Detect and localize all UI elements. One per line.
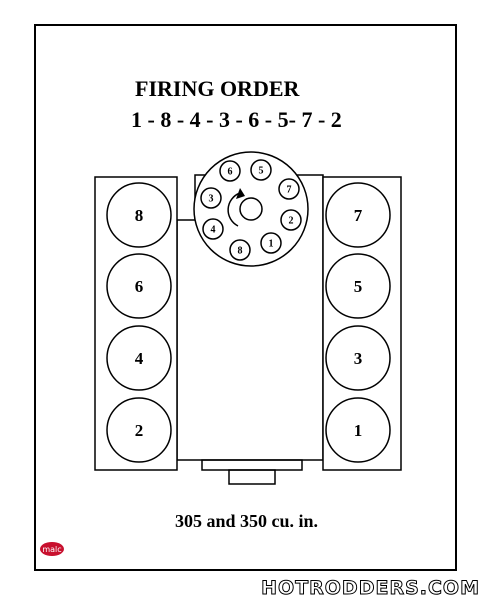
transmission-stub	[228, 469, 276, 485]
distributor-terminal-5-label: 8	[238, 246, 243, 257]
distributor-terminal-0-label: 6	[228, 167, 233, 178]
cylinder-left-2-label: 4	[135, 349, 144, 368]
distributor-terminal-1-label: 5	[259, 166, 264, 177]
firing-order-sequence: 1 - 8 - 4 - 3 - 6 - 5- 7 - 2	[131, 107, 342, 132]
cylinder-right-0-circle	[325, 182, 391, 248]
distributor-terminal-4-circle	[260, 232, 282, 254]
cylinder-right-3-label: 1	[354, 421, 363, 440]
distributor-terminal-0-circle	[219, 160, 241, 182]
distributor-terminal-3-label: 2	[289, 216, 294, 227]
distributor-terminal-7-label: 3	[209, 194, 214, 205]
cylinder-left-1-label: 6	[135, 277, 144, 296]
cylinder-left-0-circle	[106, 182, 172, 248]
page-border	[34, 24, 457, 571]
cylinder-right-2-circle	[325, 325, 391, 391]
cylinder-right-1-label: 5	[354, 277, 363, 296]
hotrodders-watermark: HOTRODDERS.COM	[261, 577, 480, 599]
cylinder-right-2-label: 3	[354, 349, 363, 368]
cylinder-right-3-circle	[325, 397, 391, 463]
cylinder-right-0-label: 7	[354, 206, 363, 225]
distributor-terminal-3-circle	[280, 209, 302, 231]
distributor-terminal-7-circle	[200, 187, 222, 209]
malc-logo-text: malc	[42, 545, 61, 554]
cylinder-left-0-label: 8	[135, 206, 144, 225]
cylinder-left-3-label: 2	[135, 421, 144, 440]
rotation-arrow-head	[236, 188, 245, 199]
cylinder-left-3-circle	[106, 397, 172, 463]
diagram-title: FIRING ORDER	[135, 76, 301, 101]
left-bank-cylinders: 8 6 4 2	[106, 182, 172, 463]
distributor-terminal-2-circle	[278, 178, 300, 200]
cylinder-left-1-circle	[106, 253, 172, 319]
distributor-rotor-shaft	[239, 197, 263, 221]
engine-displacement-caption: 305 and 350 cu. in.	[175, 511, 318, 531]
distributor-terminal-2-label: 7	[287, 185, 292, 196]
rotation-arrow	[227, 192, 241, 227]
distributor-terminal-5-circle	[229, 239, 251, 261]
transmission-flange	[201, 459, 303, 471]
malc-logo	[40, 542, 64, 556]
right-bank-cylinders: 7 5 3 1	[325, 182, 391, 463]
distributor-terminals: 6 5 7 2 1 8 4 3	[200, 159, 302, 261]
distributor-terminal-1-circle	[250, 159, 272, 181]
distributor-terminal-6-label: 4	[211, 225, 216, 236]
distributor-terminal-4-label: 1	[269, 239, 274, 250]
cylinder-right-1-circle	[325, 253, 391, 319]
distributor-terminal-6-circle	[202, 218, 224, 240]
cylinder-left-2-circle	[106, 325, 172, 391]
